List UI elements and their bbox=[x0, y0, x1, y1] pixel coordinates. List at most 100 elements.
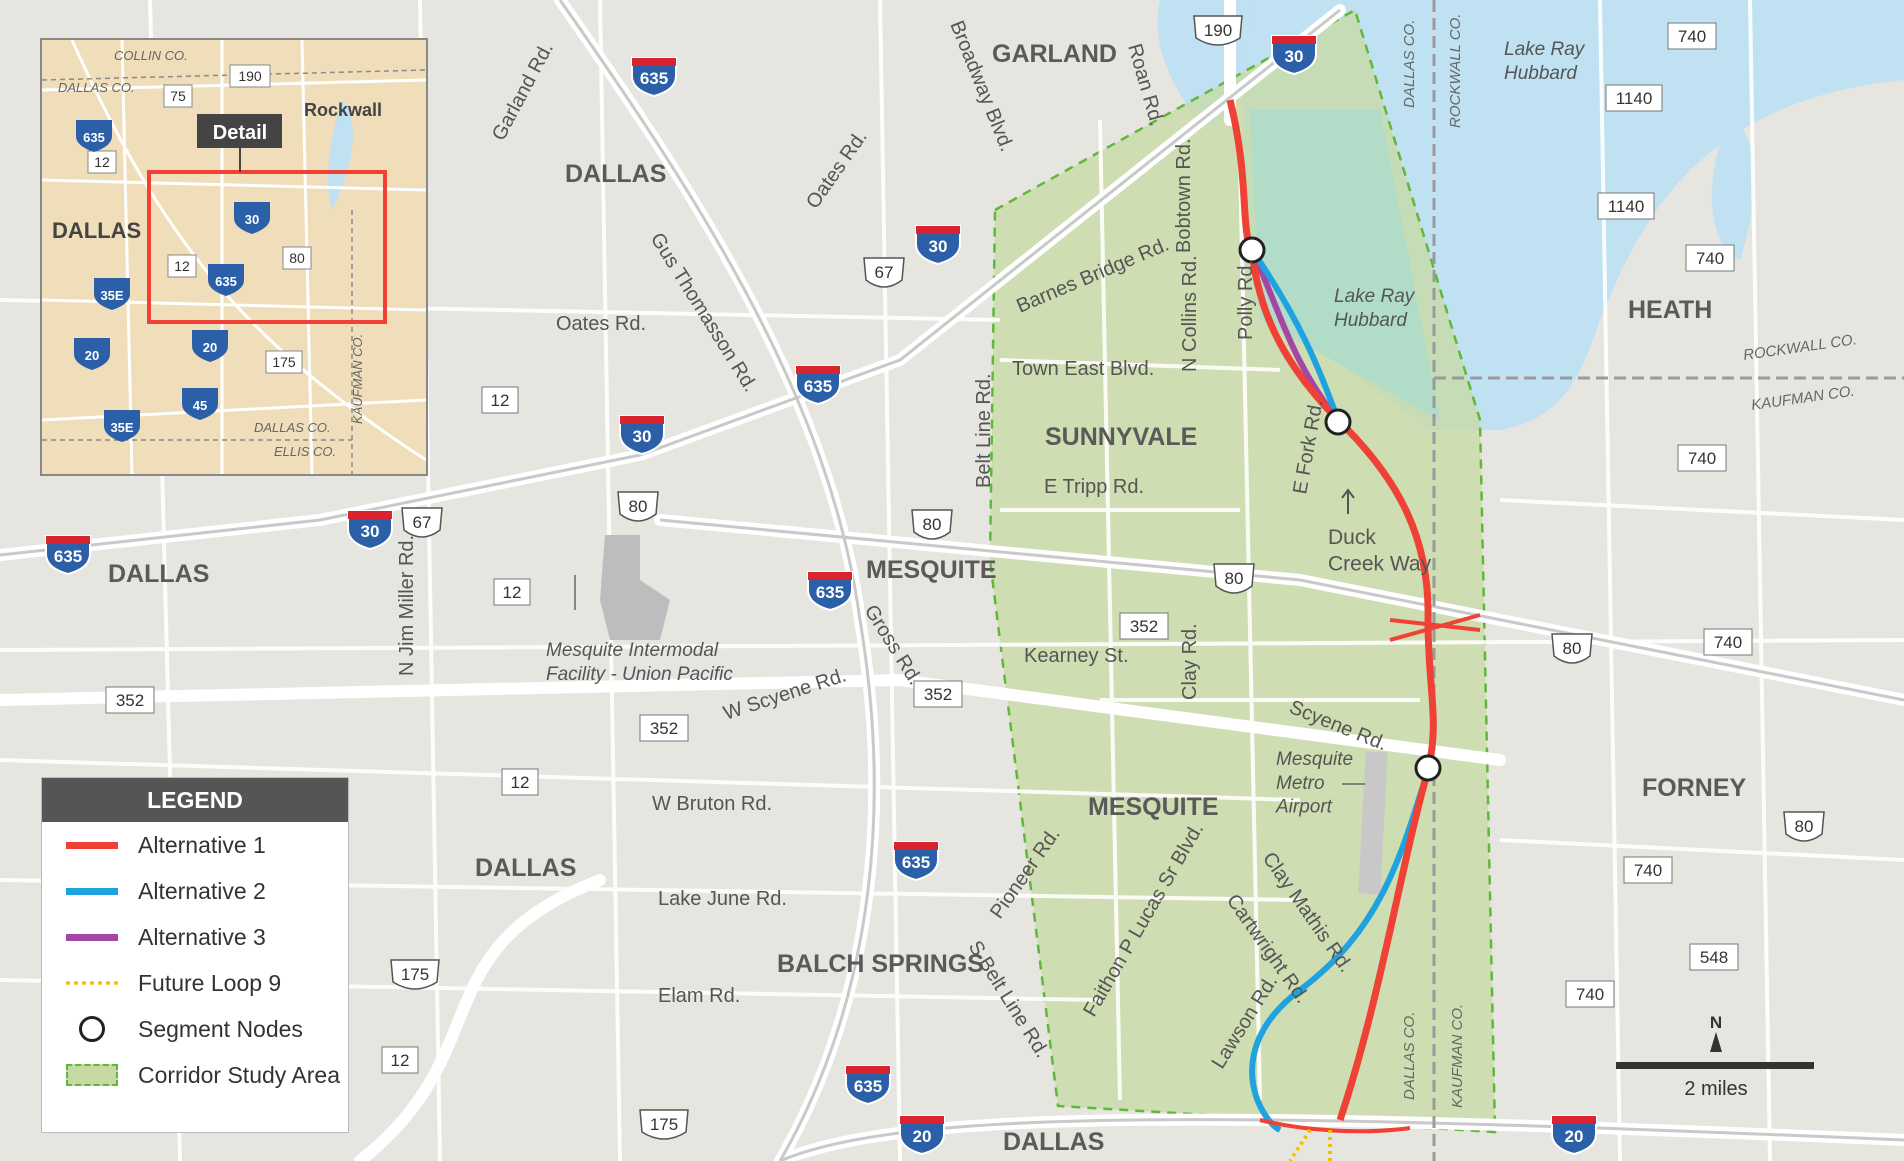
svg-text:N: N bbox=[1710, 1013, 1722, 1032]
svg-text:Elam Rd.: Elam Rd. bbox=[658, 985, 740, 1007]
legend-item-alt1: Alternative 1 bbox=[42, 822, 348, 868]
segment-node bbox=[1238, 236, 1266, 264]
svg-text:E Tripp Rd.: E Tripp Rd. bbox=[1044, 476, 1144, 498]
svg-text:BALCH SPRINGS: BALCH SPRINGS bbox=[777, 950, 984, 978]
svg-text:80: 80 bbox=[289, 250, 305, 266]
svg-text:20: 20 bbox=[203, 340, 217, 355]
svg-text:30: 30 bbox=[1285, 47, 1304, 66]
svg-text:740: 740 bbox=[1688, 449, 1716, 468]
svg-text:12: 12 bbox=[174, 258, 190, 274]
svg-text:1140: 1140 bbox=[1608, 197, 1645, 216]
state-shields: 740 1140 1140 740 740 740 740 548 740 12… bbox=[105, 22, 1753, 1074]
svg-text:352: 352 bbox=[650, 719, 678, 738]
svg-text:DALLAS: DALLAS bbox=[1003, 1128, 1104, 1156]
svg-text:HEATH: HEATH bbox=[1628, 296, 1712, 324]
svg-text:635: 635 bbox=[902, 853, 930, 872]
svg-text:Clay Rd.: Clay Rd. bbox=[1179, 623, 1201, 700]
svg-text:30: 30 bbox=[361, 522, 380, 541]
shield-us67-icon: 67 bbox=[401, 507, 443, 538]
svg-text:DALLAS: DALLAS bbox=[475, 854, 576, 882]
shield-i20-icon: 20 bbox=[899, 1115, 945, 1155]
svg-text:Rockwall: Rockwall bbox=[304, 100, 382, 120]
legend: LEGEND Alternative 1 Alternative 2 Alter… bbox=[41, 777, 349, 1133]
shield-i30-icon: 30 bbox=[619, 415, 665, 455]
svg-text:MESQUITE: MESQUITE bbox=[866, 556, 997, 584]
svg-text:635: 635 bbox=[854, 1077, 882, 1096]
shield-us175-icon: 175 bbox=[639, 1109, 689, 1140]
svg-text:DALLAS CO.: DALLAS CO. bbox=[1401, 20, 1418, 108]
svg-text:635: 635 bbox=[54, 547, 82, 566]
shield-i635-icon: 635 bbox=[631, 57, 677, 97]
shield-us80-icon: 80 bbox=[1213, 563, 1255, 594]
svg-text:80: 80 bbox=[1225, 569, 1244, 588]
svg-text:DALLAS: DALLAS bbox=[108, 560, 209, 588]
svg-text:30: 30 bbox=[633, 427, 652, 446]
svg-text:Polly Rd.: Polly Rd. bbox=[1235, 260, 1257, 340]
shield-i30-icon: 30 bbox=[1271, 35, 1317, 75]
svg-text:Town East Blvd.: Town East Blvd. bbox=[1012, 358, 1154, 380]
shield-us80-icon: 80 bbox=[617, 491, 659, 522]
svg-text:DALLAS CO.: DALLAS CO. bbox=[254, 420, 331, 435]
scale-bar: N 2 miles bbox=[1616, 1013, 1814, 1100]
legend-item-loop9: Future Loop 9 bbox=[42, 960, 348, 1006]
svg-text:190: 190 bbox=[1204, 21, 1232, 40]
svg-text:175: 175 bbox=[272, 354, 296, 370]
shield-us190-icon: 190 bbox=[1193, 15, 1243, 46]
segment-nodes bbox=[1238, 236, 1442, 782]
svg-text:12: 12 bbox=[94, 154, 110, 170]
svg-text:ELLIS CO.: ELLIS CO. bbox=[274, 444, 336, 459]
svg-text:ROCKWALL CO.: ROCKWALL CO. bbox=[1447, 14, 1464, 128]
legend-title: LEGEND bbox=[42, 778, 348, 822]
legend-item-alt3: Alternative 3 bbox=[42, 914, 348, 960]
svg-text:Detail: Detail bbox=[213, 122, 267, 144]
svg-text:80: 80 bbox=[1795, 817, 1814, 836]
svg-text:740: 740 bbox=[1634, 861, 1662, 880]
svg-text:635: 635 bbox=[804, 377, 832, 396]
svg-text:N Collins Rd.: N Collins Rd. bbox=[1179, 255, 1201, 372]
shield-i20-icon: 20 bbox=[1551, 1115, 1597, 1155]
svg-text:45: 45 bbox=[193, 398, 207, 413]
shield-us175-icon: 175 bbox=[390, 959, 440, 990]
svg-text:80: 80 bbox=[1563, 639, 1582, 658]
svg-text:12: 12 bbox=[511, 773, 530, 792]
shield-us67-icon: 67 bbox=[863, 257, 905, 288]
svg-text:352: 352 bbox=[1130, 617, 1158, 636]
svg-text:SUNNYVALE: SUNNYVALE bbox=[1045, 423, 1197, 451]
svg-text:740: 740 bbox=[1714, 633, 1742, 652]
svg-text:Lake June Rd.: Lake June Rd. bbox=[658, 888, 787, 910]
shield-i635-icon: 635 bbox=[845, 1065, 891, 1105]
svg-text:35E: 35E bbox=[110, 420, 133, 435]
intermodal-facility bbox=[600, 535, 670, 640]
svg-text:175: 175 bbox=[650, 1115, 678, 1134]
svg-text:Belt Line Rd.: Belt Line Rd. bbox=[973, 373, 995, 488]
shield-i635-icon: 635 bbox=[807, 571, 853, 611]
svg-text:12: 12 bbox=[491, 391, 510, 410]
svg-text:DALLAS: DALLAS bbox=[565, 160, 666, 188]
future-loop-9 bbox=[1288, 1128, 1332, 1161]
svg-text:COLLIN CO.: COLLIN CO. bbox=[114, 48, 188, 63]
svg-text:67: 67 bbox=[413, 513, 432, 532]
svg-text:12: 12 bbox=[503, 583, 522, 602]
svg-text:30: 30 bbox=[245, 212, 259, 227]
svg-text:Kearney St.: Kearney St. bbox=[1024, 645, 1129, 667]
alt-2-route bbox=[1249, 248, 1431, 1133]
legend-item-alt2: Alternative 2 bbox=[42, 868, 348, 914]
legend-item-study-area: Corridor Study Area bbox=[42, 1052, 348, 1098]
shield-i30-icon: 30 bbox=[347, 510, 393, 550]
segment-node bbox=[1414, 754, 1442, 782]
shield-us80-icon: 80 bbox=[1783, 811, 1825, 842]
svg-text:20: 20 bbox=[1565, 1127, 1584, 1146]
svg-text:MESQUITE: MESQUITE bbox=[1088, 793, 1219, 821]
city-labels: GARLAND DALLAS DALLAS MESQUITE SUNNYVALE… bbox=[108, 40, 1747, 1156]
inset-detail-box bbox=[147, 170, 387, 324]
svg-text:20: 20 bbox=[913, 1127, 932, 1146]
svg-text:1140: 1140 bbox=[1616, 89, 1653, 108]
svg-text:635: 635 bbox=[83, 130, 105, 145]
svg-text:175: 175 bbox=[401, 965, 429, 984]
svg-text:635: 635 bbox=[640, 69, 668, 88]
